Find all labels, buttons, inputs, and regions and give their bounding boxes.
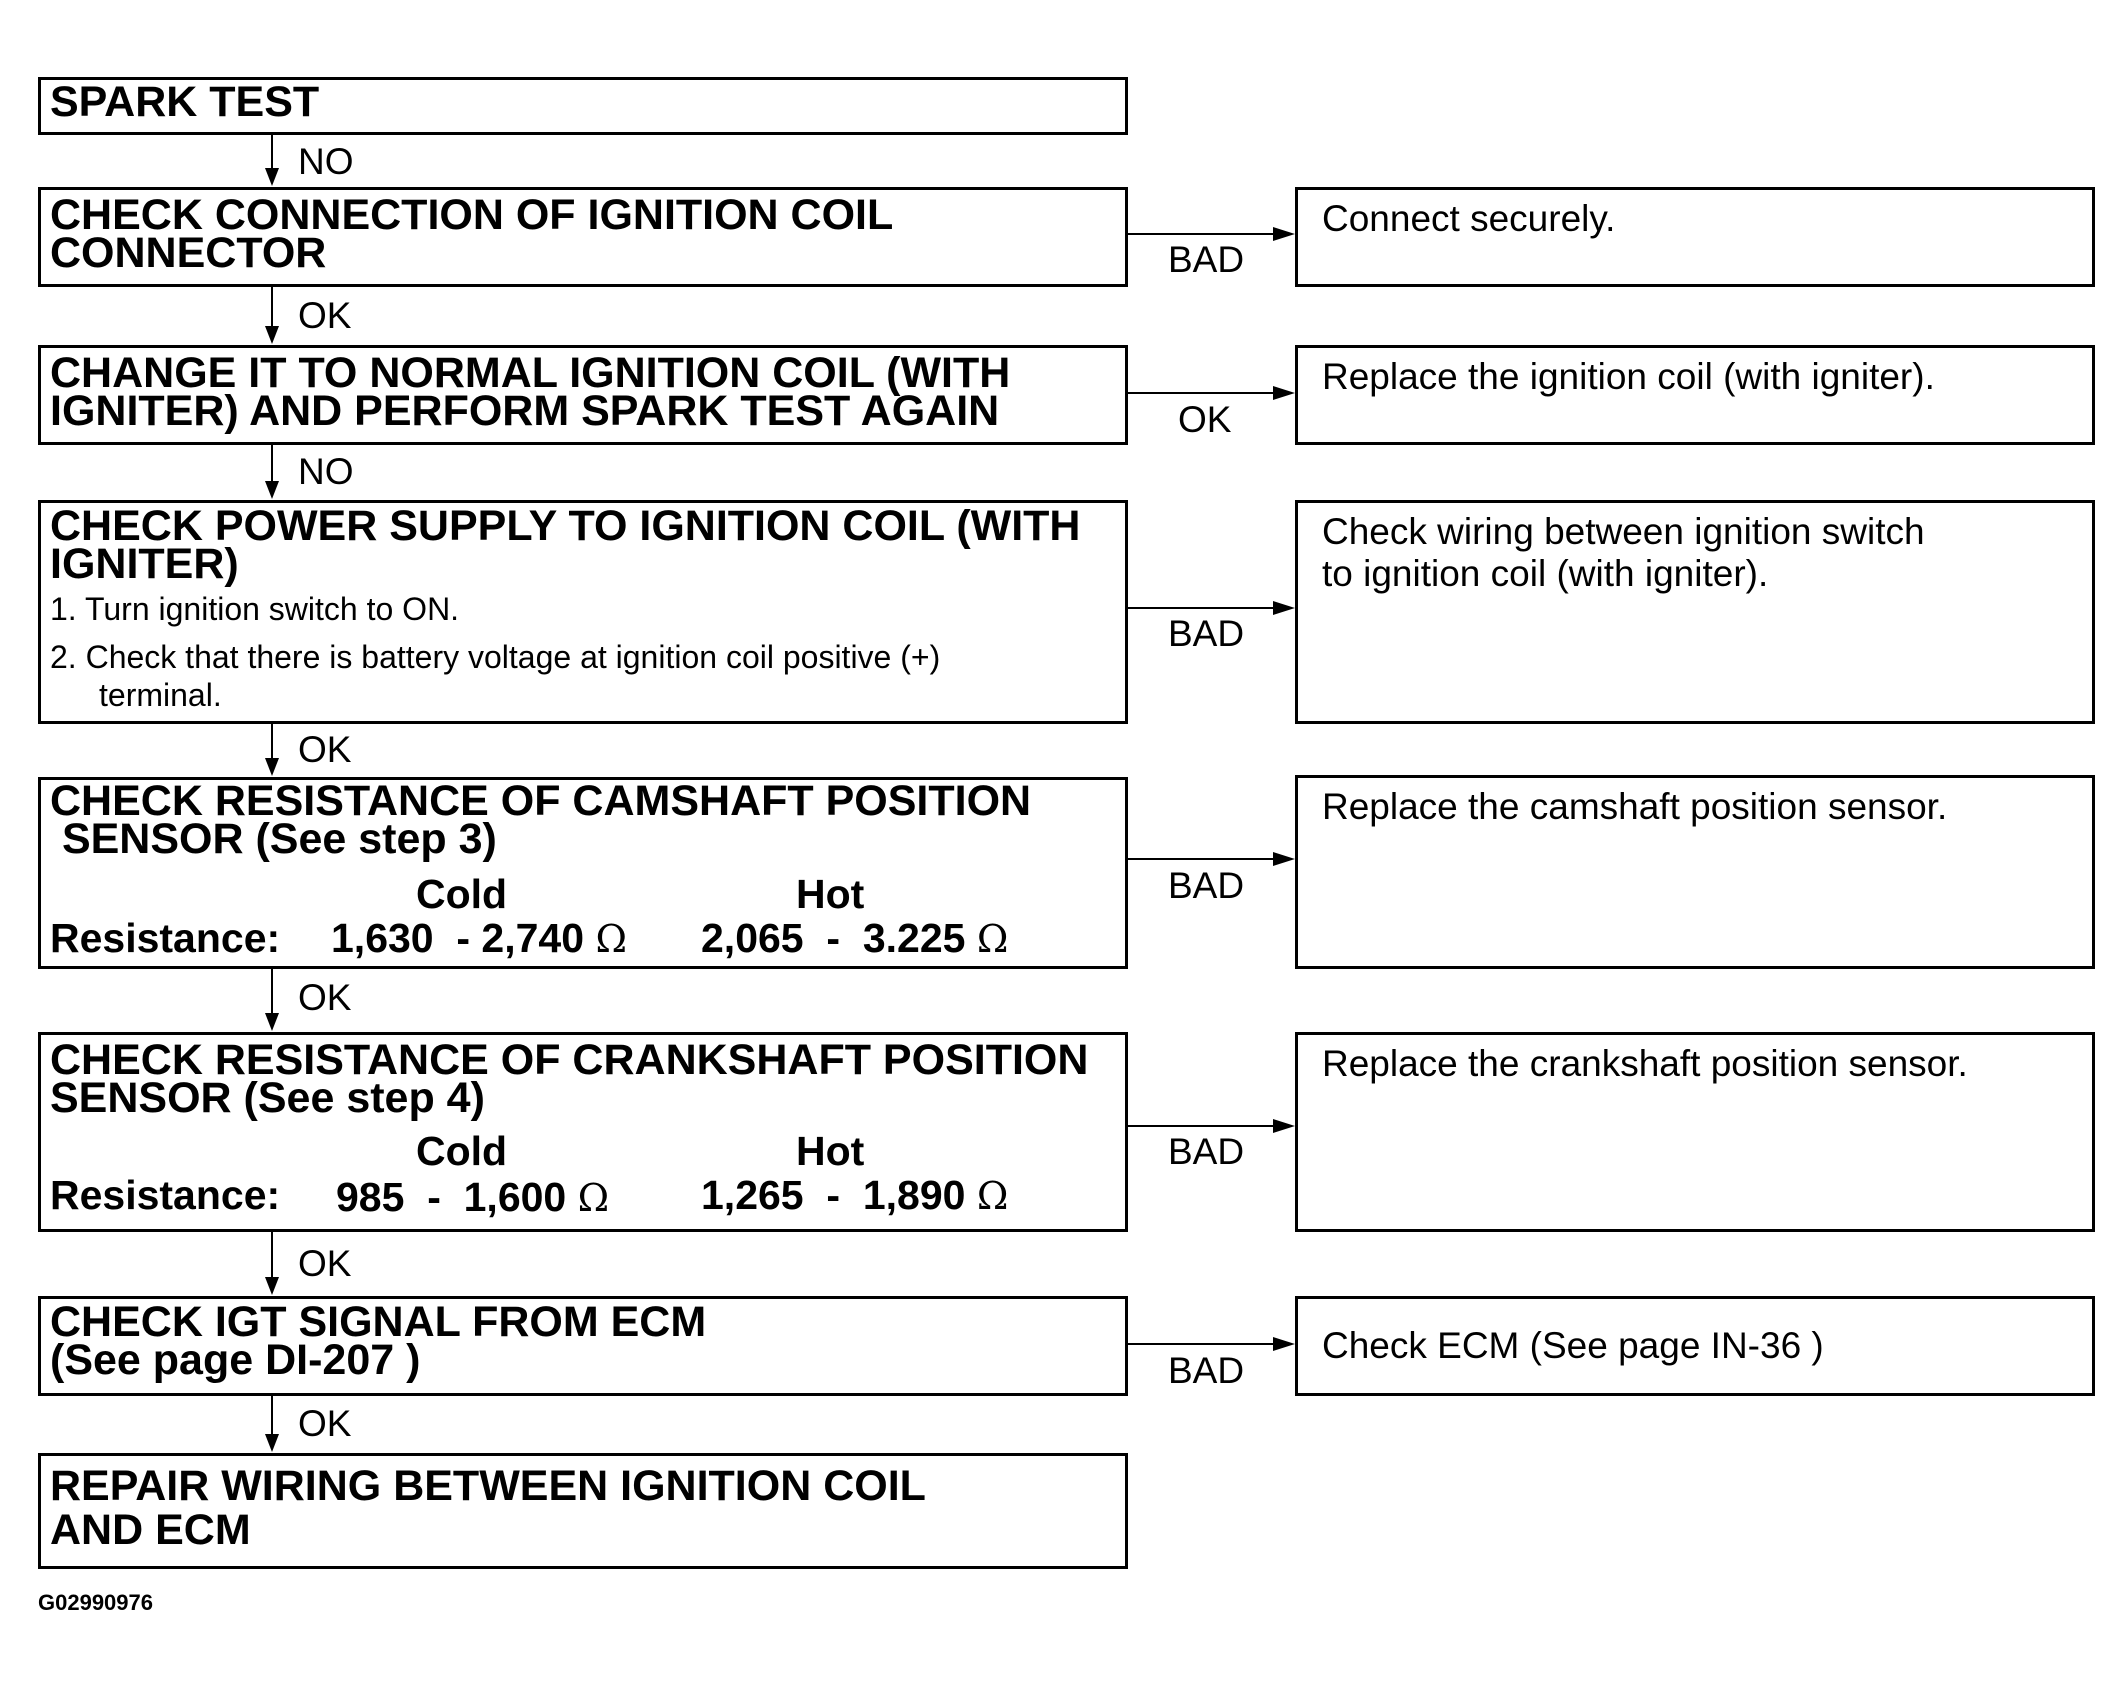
ohm-symbol: Ω xyxy=(577,1176,610,1220)
connector-down-3 xyxy=(271,445,273,485)
action-connect-securely-text: Connect securely. xyxy=(1322,198,1616,239)
crankshaft-hot-value: 1,265 - 1,890 xyxy=(701,1172,966,1218)
connector-down-6 xyxy=(271,1232,273,1280)
camshaft-hot-header: Hot xyxy=(796,871,865,917)
arrow-down-1 xyxy=(265,168,279,186)
figure-id: G02990976 xyxy=(38,1590,153,1615)
arrow-right-4 xyxy=(1273,852,1295,866)
arrow-down-4 xyxy=(265,758,279,776)
label-down-5: OK xyxy=(298,977,352,1018)
arrow-right-5 xyxy=(1273,1119,1295,1133)
connector-down-5 xyxy=(271,969,273,1017)
camshaft-hot-range: 2,065 - 3.225 Ω xyxy=(701,916,1008,961)
connector-right-6 xyxy=(1128,1343,1276,1345)
action-connect-securely: Connect securely. xyxy=(1295,187,2095,287)
crankshaft-cold-header: Cold xyxy=(416,1128,508,1174)
arrow-down-7 xyxy=(265,1434,279,1452)
box-power-supply: CHECK POWER SUPPLY TO IGNITION COIL (WIT… xyxy=(38,500,1128,724)
connector-down-1 xyxy=(271,135,273,173)
arrow-down-2 xyxy=(265,326,279,344)
box-repair-wiring-text: REPAIR WIRING BETWEEN IGNITION COIL AND … xyxy=(50,1462,926,1554)
arrow-down-5 xyxy=(265,1013,279,1031)
connector-right-1 xyxy=(1128,233,1276,235)
action-check-wiring-text: Check wiring between ignition switch to … xyxy=(1322,511,1925,594)
action-replace-camshaft-sensor-text: Replace the camshaft position sensor. xyxy=(1322,786,1948,827)
camshaft-cold-header: Cold xyxy=(416,871,508,917)
box-camshaft: CHECK RESISTANCE OF CAMSHAFT POSITION SE… xyxy=(38,777,1128,969)
label-right-1: BAD xyxy=(1168,239,1245,280)
arrow-down-6 xyxy=(265,1277,279,1295)
box-spark-test-text: SPARK TEST xyxy=(50,78,320,126)
crankshaft-cold-value: 985 - 1,600 xyxy=(336,1174,567,1220)
camshaft-cold-range: 1,630 - 2,740 Ω xyxy=(331,916,627,961)
box-igt-signal: CHECK IGT SIGNAL FROM ECM (See page DI-2… xyxy=(38,1296,1128,1396)
label-down-4: OK xyxy=(298,729,352,770)
action-check-ecm: Check ECM (See page IN-36 ) xyxy=(1295,1296,2095,1396)
box-crankshaft-title: CHECK RESISTANCE OF CRANKSHAFT POSITION … xyxy=(50,1036,1089,1122)
arrow-right-2 xyxy=(1273,386,1295,400)
connector-down-2 xyxy=(271,287,273,329)
label-down-3: NO xyxy=(298,451,354,492)
label-right-3: BAD xyxy=(1168,613,1245,654)
action-replace-crankshaft-sensor: Replace the crankshaft position sensor. xyxy=(1295,1032,2095,1232)
action-replace-coil: Replace the ignition coil (with igniter)… xyxy=(1295,345,2095,445)
connector-right-4 xyxy=(1128,858,1276,860)
camshaft-hot-value: 2,065 - 3.225 xyxy=(701,915,966,961)
label-right-6: BAD xyxy=(1168,1350,1245,1391)
box-check-connection: CHECK CONNECTION OF IGNITION COIL CONNEC… xyxy=(38,187,1128,287)
connector-right-5 xyxy=(1128,1125,1276,1127)
connector-right-2 xyxy=(1128,392,1276,394)
connector-down-7 xyxy=(271,1396,273,1438)
label-down-2: OK xyxy=(298,295,352,336)
ohm-symbol: Ω xyxy=(976,1174,1009,1218)
arrow-right-3 xyxy=(1273,601,1295,615)
label-down-6: OK xyxy=(298,1243,352,1284)
connector-right-3 xyxy=(1128,607,1276,609)
label-down-1: NO xyxy=(298,141,354,182)
arrow-down-3 xyxy=(265,481,279,499)
action-replace-crankshaft-sensor-text: Replace the crankshaft position sensor. xyxy=(1322,1043,1968,1084)
action-replace-camshaft-sensor: Replace the camshaft position sensor. xyxy=(1295,775,2095,969)
power-supply-step-2: 2. Check that there is battery voltage a… xyxy=(50,639,941,675)
box-repair-wiring: REPAIR WIRING BETWEEN IGNITION COIL AND … xyxy=(38,1453,1128,1569)
box-camshaft-title: CHECK RESISTANCE OF CAMSHAFT POSITION SE… xyxy=(50,777,1032,863)
action-check-wiring: Check wiring between ignition switch to … xyxy=(1295,500,2095,724)
power-supply-step-1: 1. Turn ignition switch to ON. xyxy=(50,591,460,627)
label-right-4: BAD xyxy=(1168,865,1245,906)
arrow-right-1 xyxy=(1273,227,1295,241)
camshaft-cold-value: 1,630 - 2,740 xyxy=(331,915,585,961)
box-check-connection-text: CHECK CONNECTION OF IGNITION COIL CONNEC… xyxy=(50,191,894,277)
box-spark-test: SPARK TEST xyxy=(38,77,1128,135)
label-down-7: OK xyxy=(298,1403,352,1444)
box-change-coil-text: CHANGE IT TO NORMAL IGNITION COIL (WITH … xyxy=(50,349,1011,435)
box-change-coil: CHANGE IT TO NORMAL IGNITION COIL (WITH … xyxy=(38,345,1128,445)
crankshaft-resistance-label: Resistance: xyxy=(50,1172,281,1218)
label-right-5: BAD xyxy=(1168,1131,1245,1172)
power-supply-step-2-cont: terminal. xyxy=(99,677,222,713)
camshaft-resistance-label: Resistance: xyxy=(50,915,281,961)
box-power-supply-title: CHECK POWER SUPPLY TO IGNITION COIL (WIT… xyxy=(50,502,1081,588)
crankshaft-hot-header: Hot xyxy=(796,1128,865,1174)
crankshaft-cold-range: 985 - 1,600 Ω xyxy=(336,1175,609,1220)
action-replace-coil-text: Replace the ignition coil (with igniter)… xyxy=(1322,356,1935,397)
ohm-symbol: Ω xyxy=(595,917,627,961)
box-igt-signal-text: CHECK IGT SIGNAL FROM ECM (See page DI-2… xyxy=(50,1298,707,1384)
crankshaft-hot-range: 1,265 - 1,890 Ω xyxy=(701,1173,1008,1218)
box-crankshaft: CHECK RESISTANCE OF CRANKSHAFT POSITION … xyxy=(38,1032,1128,1232)
arrow-right-6 xyxy=(1273,1337,1295,1351)
connector-down-4 xyxy=(271,724,273,762)
ohm-symbol: Ω xyxy=(976,917,1009,961)
action-check-ecm-text: Check ECM (See page IN-36 ) xyxy=(1322,1325,1824,1366)
label-right-2: OK xyxy=(1178,399,1232,440)
